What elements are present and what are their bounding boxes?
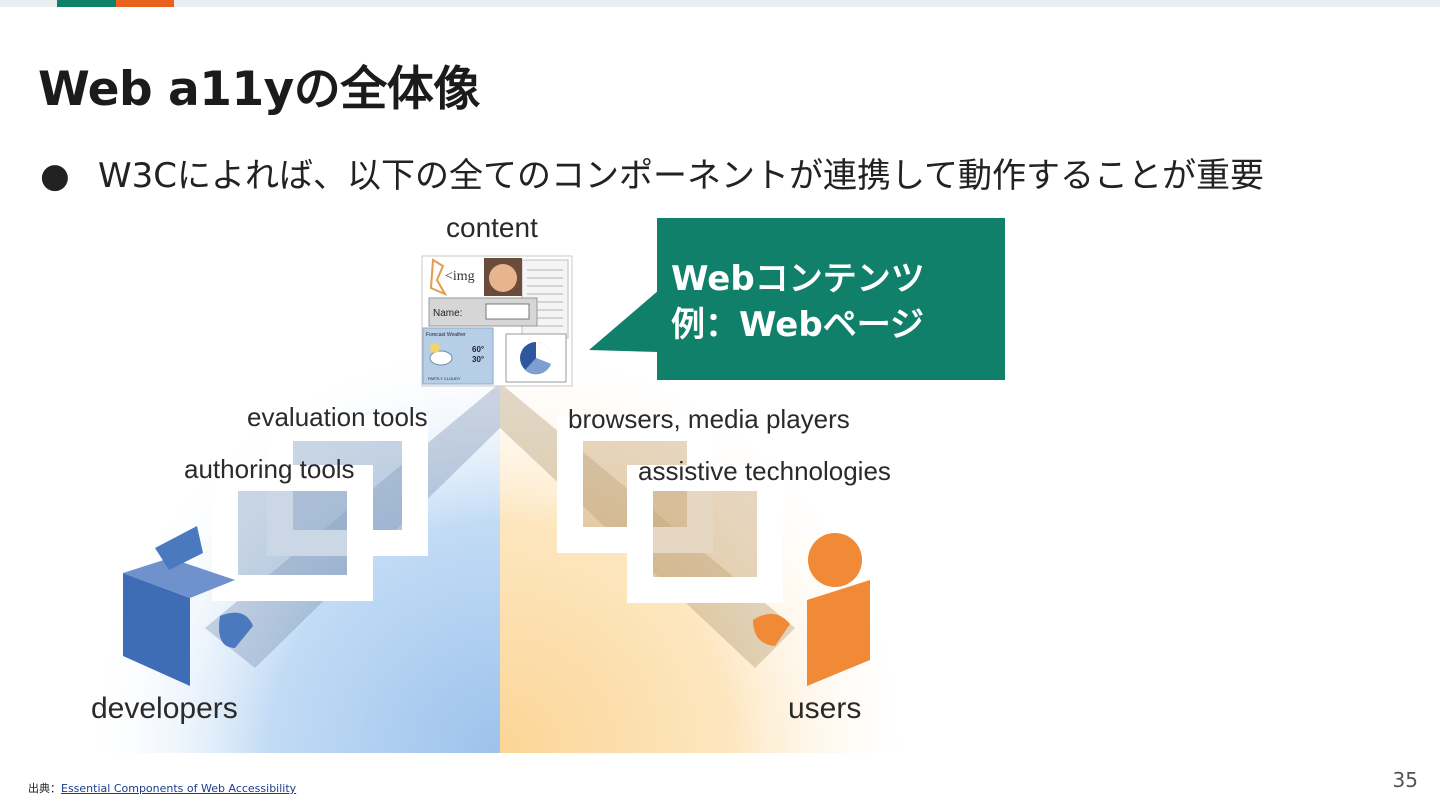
diagram-illustration: <img Name: Forecast Weather 60° 30° PART…: [85, 255, 915, 753]
accent-orange-segment: [116, 0, 174, 7]
bullet-item: ● W3Cによれば、以下の全てのコンポーネントが連携して動作することが重要: [40, 148, 1264, 197]
top-accent-bar: [0, 0, 1440, 7]
assistive-technologies-frame: [627, 465, 783, 603]
source-citation: 出典：Essential Components of Web Accessibi…: [28, 780, 296, 796]
web-accessibility-diagram: <img Name: Forecast Weather 60° 30° PART…: [85, 208, 915, 753]
developers-label: developers: [91, 692, 238, 725]
developer-figure: [123, 526, 253, 686]
users-label: users: [788, 692, 862, 725]
source-prefix: 出典：: [28, 782, 61, 795]
content-thumbnail: [421, 255, 573, 387]
evaluation-tools-label: evaluation tools: [247, 402, 428, 432]
thumb-temp-low: 30°: [472, 355, 484, 364]
callout-line-2: 例：Webページ: [671, 305, 925, 345]
bullet-text: W3Cによれば、以下の全てのコンポーネントが連携して動作することが重要: [98, 156, 1264, 196]
web-content-callout: Webコンテンツ 例：Webページ: [657, 218, 1005, 380]
authoring-tools-label: authoring tools: [184, 454, 355, 484]
thumb-weather-caption: PARTLY CLOUDY: [428, 376, 461, 381]
thumb-weather-title: Forecast Weather: [426, 332, 466, 338]
callout-line-1: Webコンテンツ: [671, 259, 925, 299]
assistive-technologies-label: assistive technologies: [638, 456, 891, 486]
browsers-media-players-label: browsers, media players: [568, 404, 850, 434]
thumb-temp-high: 60°: [472, 345, 484, 354]
thumb-name-label: Name:: [433, 308, 462, 319]
content-label: content: [446, 212, 538, 243]
user-figure: [753, 533, 870, 686]
page-number: 35: [1392, 768, 1418, 792]
thumb-img-tag: <img: [445, 269, 475, 284]
callout-tail: [589, 290, 659, 352]
authoring-tools-frame: [212, 465, 373, 601]
bullet-marker: ●: [40, 156, 70, 196]
accent-green-segment: [57, 0, 116, 7]
source-link[interactable]: Essential Components of Web Accessibilit…: [61, 782, 297, 795]
slide-title: Web a11yの全体像: [38, 62, 480, 117]
